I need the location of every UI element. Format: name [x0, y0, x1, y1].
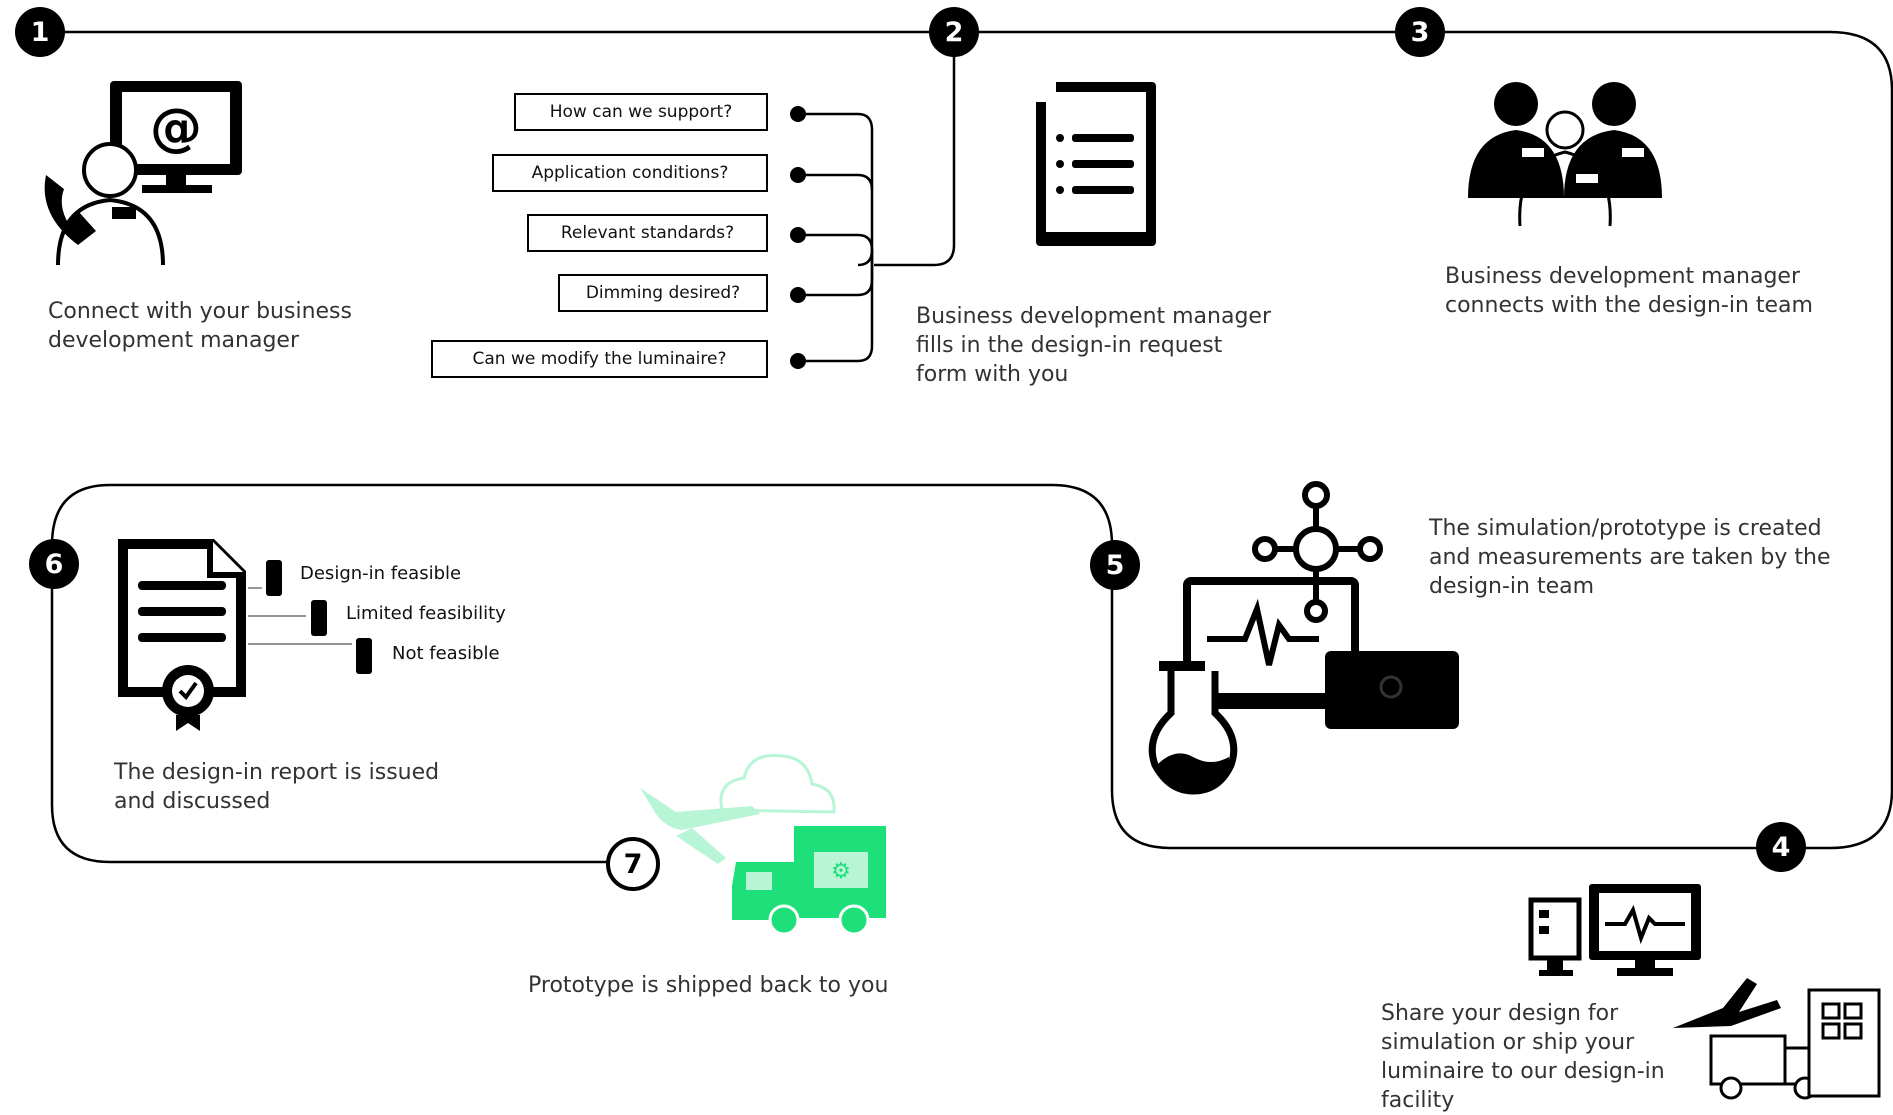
- step1-caption-line: development manager: [48, 328, 300, 353]
- question-box: Relevant standards?: [527, 214, 768, 252]
- question-box: Can we modify the luminaire?: [431, 340, 768, 378]
- not-feasible-marker: [356, 638, 372, 674]
- limited-marker: [311, 600, 327, 636]
- step5-caption-line: and measurements are taken by the: [1429, 545, 1831, 570]
- step-badge-4: 4: [1756, 822, 1806, 872]
- step6-caption-line: and discussed: [114, 789, 271, 814]
- step4-caption: Share your design for simulation or ship…: [1381, 999, 1665, 1115]
- feasible-marker: [266, 560, 282, 596]
- step4-caption-line: simulation or ship your: [1381, 1030, 1635, 1055]
- step6-caption: The design-in report is issued and discu…: [114, 758, 439, 816]
- flow-line-top: [40, 30, 1893, 864]
- step-badge-2: 2: [929, 7, 979, 57]
- team-people-icon: [1468, 82, 1662, 227]
- step6-caption-line: The design-in report is issued: [114, 760, 440, 785]
- feasibility-arrows: [248, 587, 352, 645]
- step-badge-5: 5: [1090, 540, 1140, 590]
- support-agent-icon: @: [44, 81, 242, 266]
- lab-simulation-icon: [1148, 481, 1459, 795]
- step2-caption-line: fills in the design-in request: [916, 333, 1223, 358]
- question-box: Application conditions?: [492, 154, 768, 192]
- step7-caption-line: Prototype is shipped back to you: [528, 973, 889, 998]
- step2-caption-line: form with you: [916, 362, 1069, 387]
- step5-caption: The simulation/prototype is created and …: [1429, 514, 1831, 601]
- question-dots: [790, 106, 806, 369]
- step-badge-6: 6: [29, 539, 79, 589]
- question-box: Dimming desired?: [558, 274, 768, 312]
- step2-connector: [874, 32, 956, 267]
- step3-caption-line: Business development manager: [1445, 264, 1801, 289]
- certificate-report-icon: [118, 539, 246, 731]
- step7-caption: Prototype is shipped back to you: [528, 971, 888, 1000]
- step1-caption-line: Connect with your business: [48, 299, 352, 324]
- step3-caption-line: connects with the design-in team: [1445, 293, 1813, 318]
- step5-caption-line: design-in team: [1429, 574, 1595, 599]
- step2-caption-line: Business development manager: [916, 304, 1272, 329]
- step5-caption-line: The simulation/prototype is created: [1429, 516, 1822, 541]
- step3-caption: Business development manager connects wi…: [1445, 262, 1813, 320]
- feasibility-label: Not feasible: [392, 643, 500, 664]
- document-list-icon: [1036, 82, 1156, 246]
- shipping-truck-plane-icon: ⚙: [640, 753, 886, 936]
- monitor-truck-plane-icon: [1528, 884, 1881, 1100]
- step-badge-3: 3: [1395, 7, 1445, 57]
- feasibility-label: Limited feasibility: [346, 603, 506, 624]
- question-box: How can we support?: [514, 93, 768, 131]
- step2-caption: Business development manager fills in th…: [916, 302, 1271, 389]
- feasibility-label: Design-in feasible: [300, 563, 462, 584]
- step-badge-1: 1: [15, 7, 65, 57]
- step1-caption: Connect with your business development m…: [48, 297, 352, 355]
- svg-text:⚙: ⚙: [831, 859, 851, 884]
- svg-text:@: @: [150, 98, 202, 158]
- question-bracket: [798, 112, 874, 363]
- step4-caption-line: facility: [1381, 1088, 1455, 1113]
- step4-caption-line: Share your design for: [1381, 1001, 1619, 1026]
- step4-caption-line: luminaire to our design-in: [1381, 1059, 1665, 1084]
- step-badge-7: 7: [606, 837, 660, 891]
